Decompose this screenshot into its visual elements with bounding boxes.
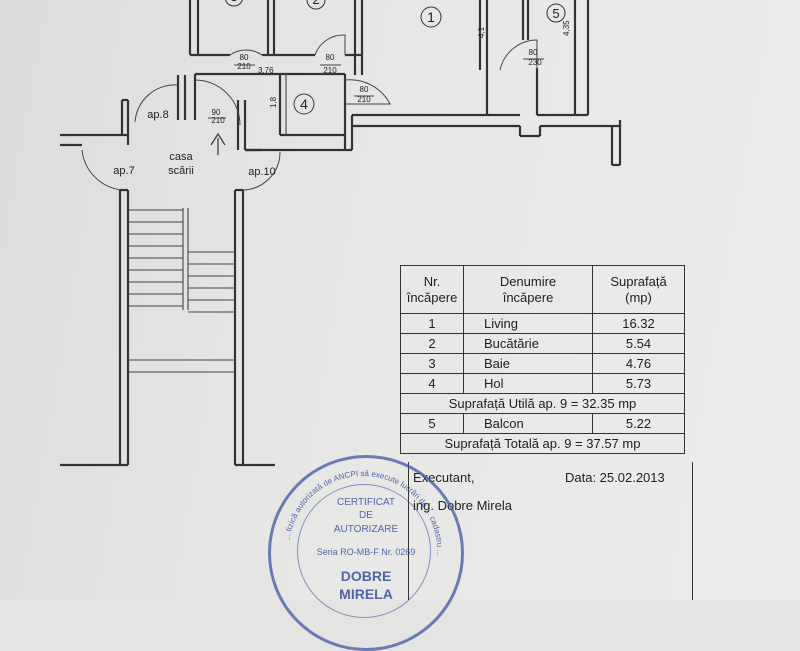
stamp-line-1: CERTIFICAT	[337, 497, 395, 508]
balcony-area: 5.22	[592, 413, 685, 434]
row-name: Hol	[463, 373, 593, 394]
apartment-10-label: ap.10	[248, 166, 276, 178]
row-name: Living	[463, 313, 593, 334]
door-3-width: 80	[529, 48, 538, 57]
dimension-living: 4,1	[477, 26, 486, 38]
table-row: 2 Bucătărie 5.54	[400, 333, 685, 354]
surface-table: Nr. încăpere Denumire încăpere Suprafață…	[400, 265, 685, 454]
staircase-label-line1: casa	[169, 151, 193, 163]
row-nr: 2	[400, 333, 464, 354]
stamp-series: Seria RO-MB-F Nr. 0269	[316, 547, 416, 557]
floor-plan: 1 2 3 4 5 80 210 80 210 80 230 80 210 90…	[60, 0, 622, 467]
room-markers: 1 2 3 4 5	[224, 0, 566, 115]
authorization-stamp: ... fizică autorizată de ANCPI să execut…	[268, 455, 464, 651]
apartment-labels: ap.8 ap.7 ap.10 casa scării	[113, 109, 275, 178]
room-number-4: 4	[300, 96, 308, 112]
door-1-width: 80	[240, 53, 249, 62]
row-area: 16.32	[592, 313, 685, 334]
room-number-2: 2	[312, 0, 319, 7]
row-area: 5.54	[592, 333, 685, 354]
row-area: 4.76	[592, 353, 685, 374]
table-row: 1 Living 16.32	[400, 313, 685, 334]
header-name: Denumire încăpere	[463, 265, 593, 314]
row-name: Bucătărie	[463, 333, 593, 354]
useful-total-row: Suprafață Utilă ap. 9 = 32.35 mp	[400, 393, 685, 414]
row-area: 5.73	[592, 373, 685, 394]
header-area: Suprafață (mp)	[592, 265, 685, 314]
door-4-height: 210	[357, 95, 371, 104]
stamp-line-2: DE	[359, 510, 373, 521]
grand-total: Suprafață Totală ap. 9 = 37.57 mp	[400, 433, 685, 454]
door-labels: 80 210 80 210 80 230 80 210 90 210	[208, 48, 544, 125]
door-2-width: 80	[326, 53, 335, 62]
room-number-1: 1	[427, 9, 435, 25]
entry-arrow-icon	[210, 132, 226, 155]
header-name-line2: încăpere	[502, 289, 554, 305]
dimension-labels: 3,76 1,8 4,1 4,35	[258, 20, 571, 108]
table-row: 3 Baie 4.76	[400, 353, 685, 374]
table-row: 4 Hol 5.73	[400, 373, 685, 394]
header-nr: Nr. încăpere	[400, 265, 464, 314]
stamp-line-3: AUTORIZARE	[333, 524, 399, 535]
balcony-nr: 5	[400, 413, 464, 434]
stamp-name-1: DOBRE	[340, 568, 392, 584]
apartment-8-label: ap.8	[147, 109, 168, 121]
header-area-line2: (mp)	[625, 289, 652, 305]
room-number-5: 5	[552, 6, 559, 21]
apartment-7-label: ap.7	[113, 165, 134, 177]
door-4-width: 80	[360, 85, 369, 94]
dimension-corridor: 3,76	[258, 66, 274, 75]
staircase-walls	[60, 98, 275, 467]
door-1-height: 210	[237, 62, 251, 71]
room-number-3: 3	[230, 0, 237, 4]
row-name: Baie	[463, 353, 593, 374]
apartment-walls	[176, 0, 622, 167]
door-swings	[81, 34, 538, 191]
table-header-row: Nr. încăpere Denumire încăpere Suprafață…	[400, 265, 685, 314]
stamp-ring-text: ... fizică autorizată de ANCPI să execut…	[283, 469, 444, 557]
useful-total: Suprafață Utilă ap. 9 = 32.35 mp	[400, 393, 685, 414]
row-nr: 1	[400, 313, 464, 334]
row-nr: 4	[400, 373, 464, 394]
grand-total-row: Suprafață Totală ap. 9 = 37.57 mp	[400, 433, 685, 454]
header-name-line1: Denumire	[499, 273, 557, 289]
staircase-label-line2: scării	[168, 165, 194, 177]
dimension-hol: 1,8	[269, 96, 278, 108]
dimension-balcony: 4,35	[562, 20, 571, 36]
door-3-height: 230	[528, 58, 542, 67]
stamp-name-2: MIRELA	[339, 586, 393, 602]
date-label: Data: 25.02.2013	[565, 470, 665, 485]
door-5-height: 210	[211, 116, 225, 125]
header-area-line1: Suprafață	[610, 273, 667, 289]
door-2-height: 210	[323, 66, 337, 75]
balcony-name: Balcon	[463, 413, 593, 434]
header-nr-line1: Nr.	[423, 273, 441, 289]
door-5-width: 90	[212, 108, 221, 117]
header-nr-line2: încăpere	[406, 289, 458, 305]
row-nr: 3	[400, 353, 464, 374]
balcony-row: 5 Balcon 5.22	[400, 413, 685, 434]
stair-steps	[128, 209, 235, 313]
